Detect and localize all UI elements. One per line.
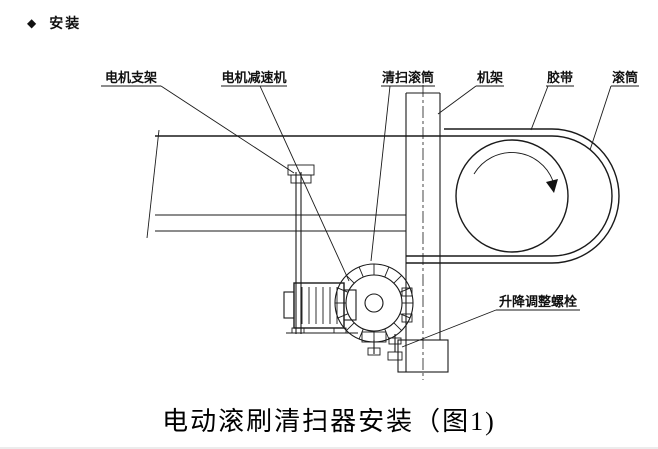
frame-foot-plate xyxy=(397,339,449,373)
window-bottom-edge xyxy=(0,447,658,449)
conveyor-stringer xyxy=(146,129,406,239)
mount-bolt-upper xyxy=(401,287,413,297)
belt-inner-outline xyxy=(155,135,613,257)
motor-reducer xyxy=(283,282,358,334)
belt-outer-outline xyxy=(406,128,620,264)
section-header: ◆ 安装 xyxy=(27,13,81,33)
figure-caption: 电动滚刷清扫器安装（图1) xyxy=(162,407,496,436)
section-title: 安装 xyxy=(49,15,82,31)
belt-and-pulley xyxy=(155,128,620,264)
frame-structure xyxy=(397,85,449,380)
label-cleaning-drum: 清扫滚筒 xyxy=(382,70,434,85)
diamond-bullet-icon: ◆ xyxy=(27,16,37,30)
lift-adjust-bolt xyxy=(361,331,403,361)
label-lift-adjust-bolt: 升降调整螺栓 xyxy=(499,294,577,309)
mount-bolt-lower xyxy=(401,313,413,323)
rotation-arrowhead-icon xyxy=(546,179,558,193)
break-line xyxy=(146,129,160,239)
label-motor-bracket: 电机支架 xyxy=(105,70,157,85)
leader-lines xyxy=(101,85,639,348)
diagram-labels: 电机支架 电机减速机 清扫滚筒 机架 胶带 滚筒 升降调整螺栓 xyxy=(105,70,638,309)
brush-teeth xyxy=(335,264,413,342)
label-drum: 滚筒 xyxy=(612,70,638,85)
motor-bracket xyxy=(287,164,315,334)
rotation-arrow-icon xyxy=(473,152,554,182)
label-frame: 机架 xyxy=(477,70,503,85)
head-drum-circle xyxy=(455,139,569,253)
label-motor-reducer: 电机减速机 xyxy=(221,70,286,85)
label-belt: 胶带 xyxy=(547,70,573,85)
